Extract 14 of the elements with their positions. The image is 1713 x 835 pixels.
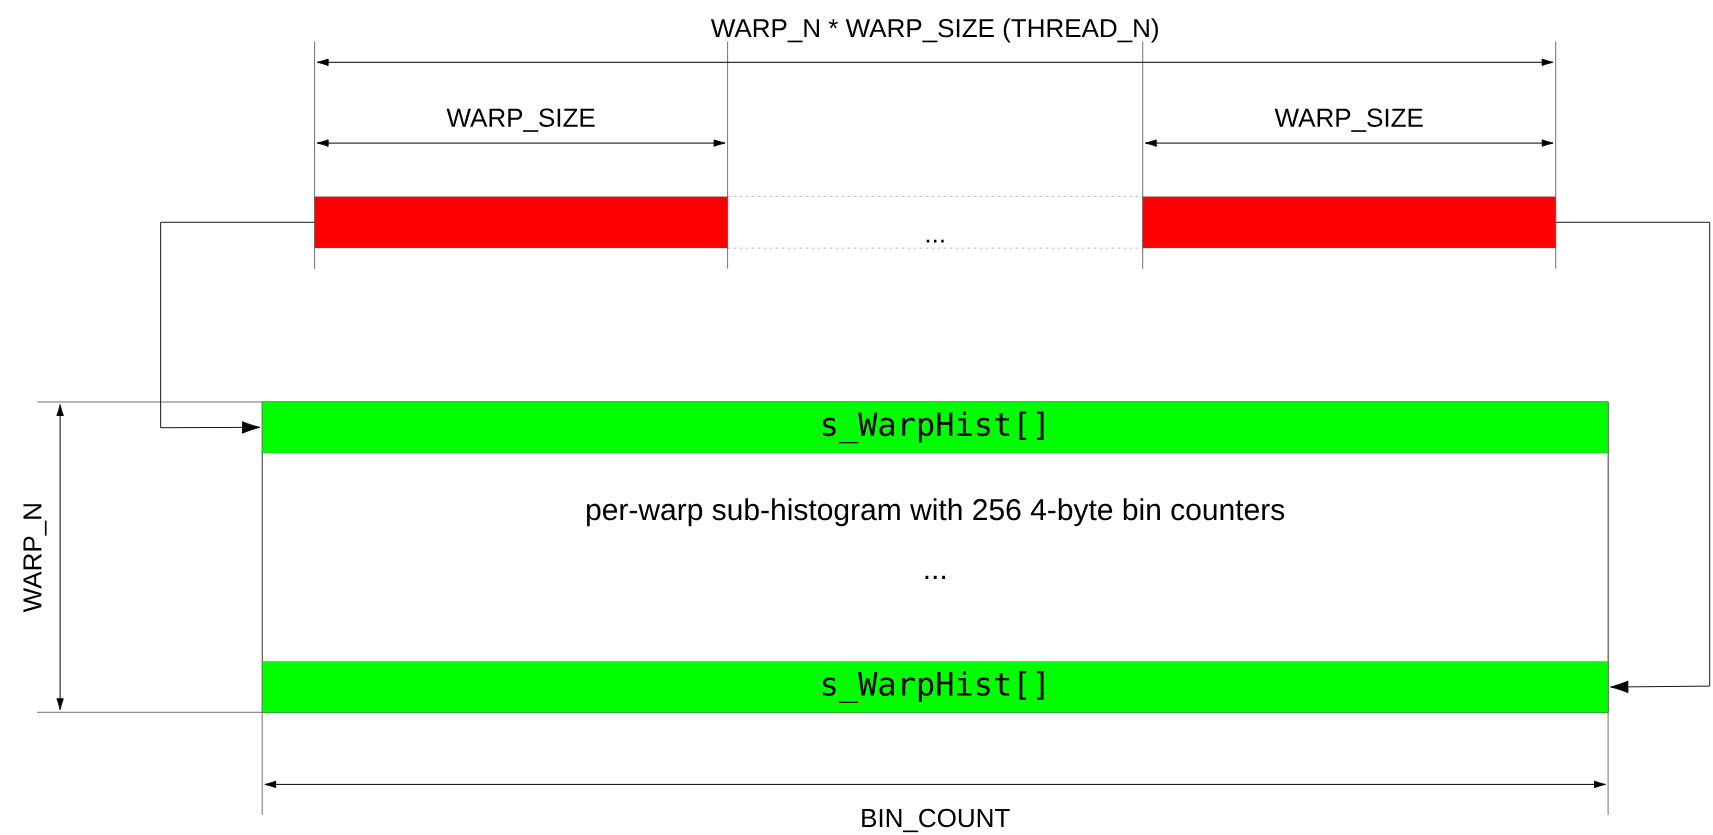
dimension-label: WARP_SIZE (1274, 108, 1423, 132)
dashed-segment: ... (727, 196, 1144, 249)
array-segment (1142, 196, 1556, 249)
ellipsis: ... (925, 575, 945, 579)
connector-arrow (1555, 221, 1711, 694)
dimension-label: WARP_N * WARP_SIZE (THREAD_N) (710, 18, 1158, 43)
dimension-label: BIN_COUNT (862, 808, 1010, 833)
array-row: s_WarpHist[] (262, 661, 1609, 713)
array-row: s_WarpHist[] (262, 401, 1609, 454)
array-segment (314, 196, 728, 249)
dimension-label: WARP_SIZE (446, 108, 595, 132)
description-text: per-warp sub-histogram with 256 4-byte bin counters (586, 498, 1285, 527)
connector-arrow (160, 221, 315, 434)
dimension-label: WARP_N (23, 504, 47, 613)
